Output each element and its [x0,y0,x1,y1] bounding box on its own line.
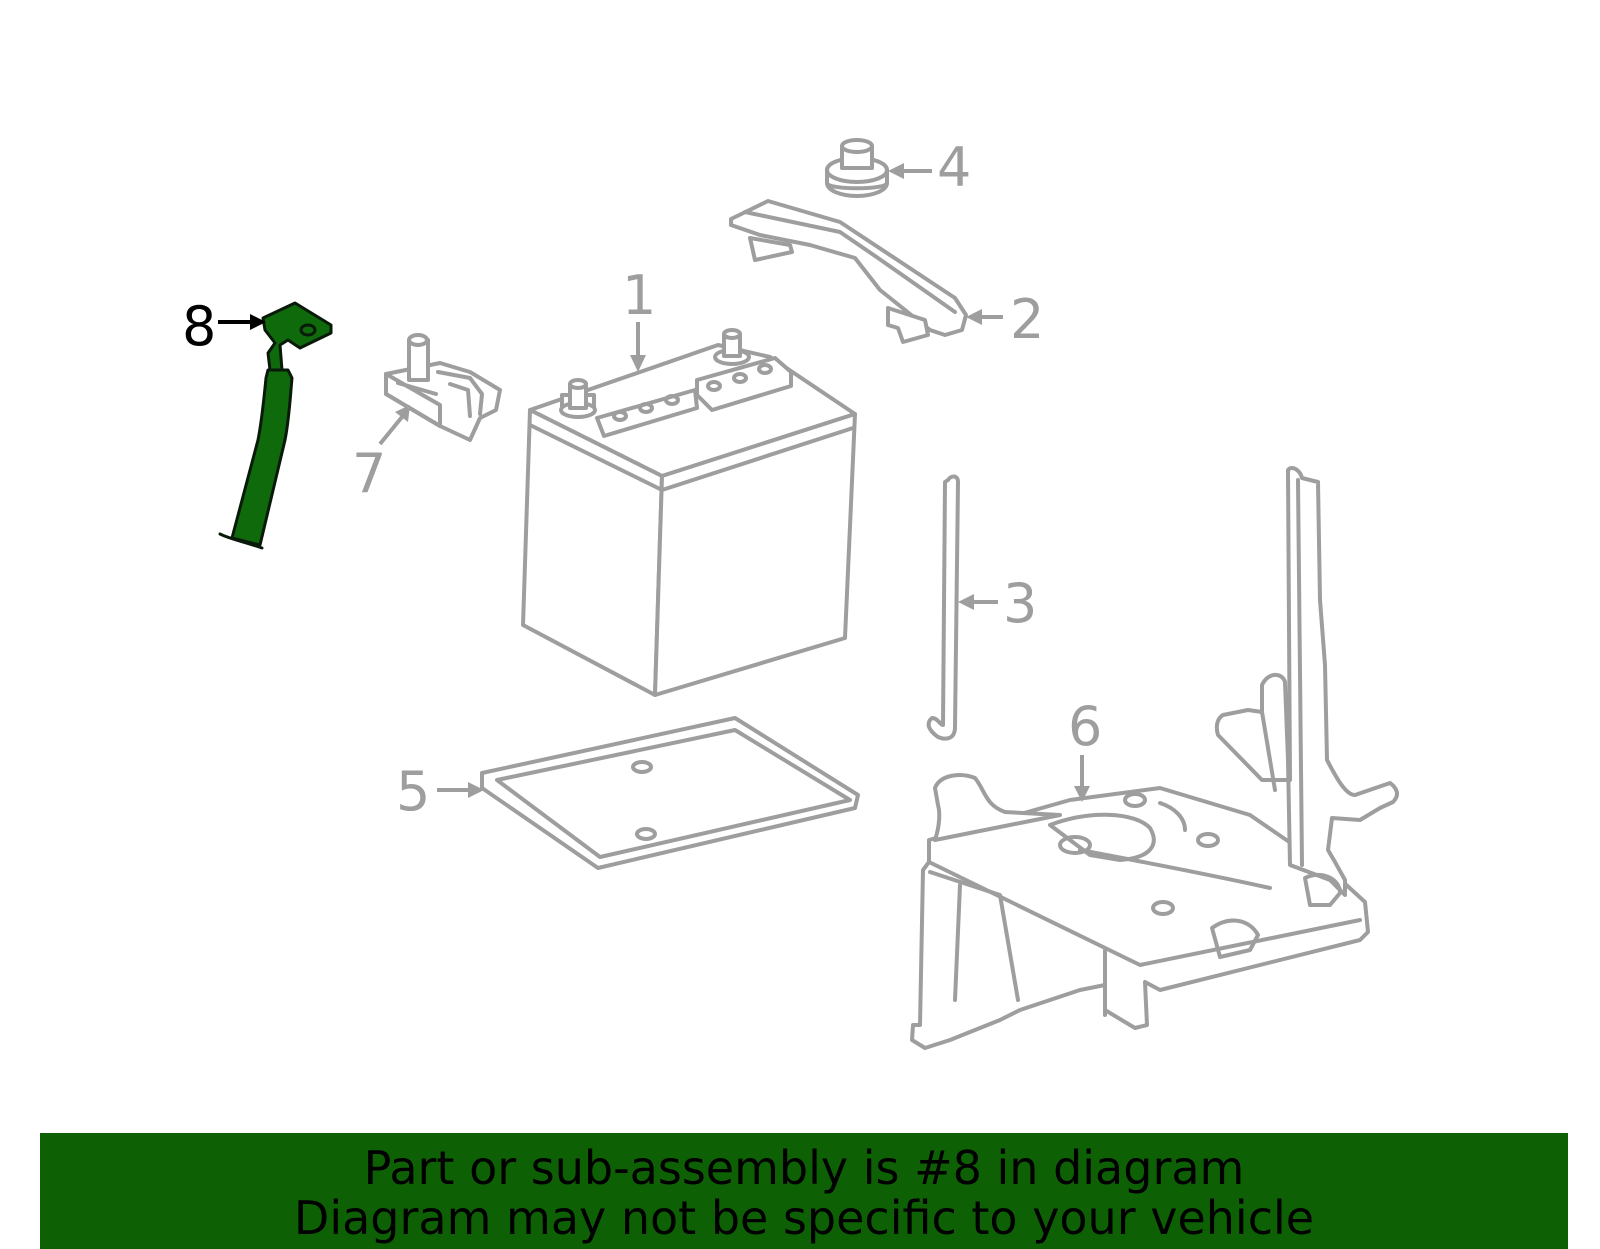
callout-8-number: 8 [182,295,216,358]
callout-5-number: 5 [396,760,430,823]
part-1-battery[interactable] [521,328,857,697]
callout-7-number: 7 [352,442,386,505]
callout-8: 8 [182,295,266,358]
callout-6: 6 [1068,695,1102,802]
banner-line-2: Diagram may not be specific to your vehi… [293,1191,1315,1245]
callout-2: 2 [966,288,1044,351]
part-6-battery-carrier[interactable] [910,466,1399,1050]
part-2-hold-down-bracket[interactable] [729,199,968,344]
part-5-tray[interactable] [480,716,860,870]
part-4-nut[interactable] [825,138,889,198]
banner-line-1: Part or sub-assembly is #8 in diagram [363,1141,1245,1195]
callout-5: 5 [396,760,484,823]
info-banner: Part or sub-assembly is #8 in diagram Di… [40,1133,1568,1249]
callout-4-number: 4 [937,136,971,199]
part-3-hook-rod[interactable] [926,474,960,741]
callout-4: 4 [888,136,971,199]
callout-6-number: 6 [1068,695,1102,758]
callout-3: 3 [958,572,1037,635]
part-8-cable[interactable] [218,301,333,550]
part-7-terminal-clamp[interactable] [384,333,502,442]
callout-1: 1 [622,264,656,372]
callout-3-number: 3 [1003,572,1037,635]
callout-2-number: 2 [1010,288,1044,351]
callout-1-number: 1 [622,264,656,327]
callout-7: 7 [352,405,410,505]
